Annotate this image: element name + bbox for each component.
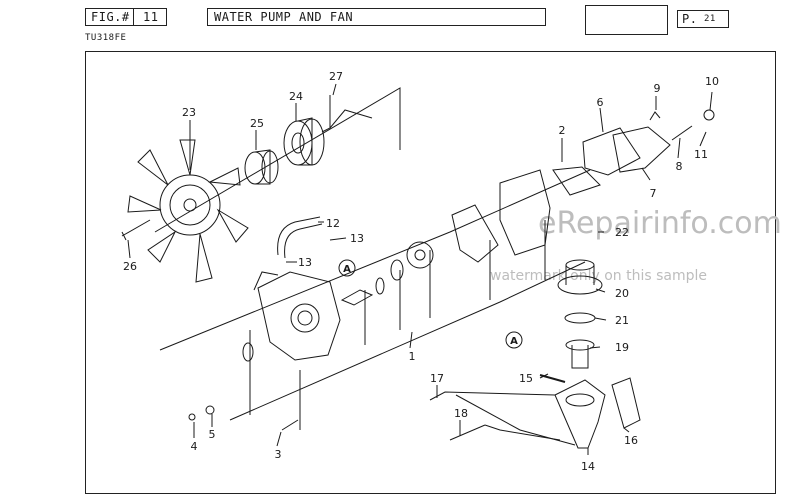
callout-15: 15 [519,372,533,385]
assembly-line-upper [159,169,591,351]
callout-10: 10 [705,75,719,88]
reference-marks [338,259,523,349]
shaft-bearing [340,241,434,306]
spacer-25 [244,149,279,185]
callout-20: 20 [615,287,629,300]
callout-24: 24 [289,90,303,103]
assembly-line-lower [229,261,586,421]
bolt-26 [121,219,151,241]
callout-23: 23 [182,106,196,119]
page-number-box: P. 21 [677,10,729,28]
bolt-18 [449,424,561,441]
callout-6: 6 [597,96,604,109]
callout-14: 14 [581,460,595,473]
callout-11: 11 [694,148,708,161]
callout-12: 12 [326,217,340,230]
bolt-3 [281,419,299,431]
model-code: TU318FE [85,33,127,43]
o-ring-21 [564,312,596,324]
site-watermark: eRepairinfo.com [538,206,782,241]
flange-gasket [552,166,601,196]
stud-8 [671,125,693,141]
callout-5: 5 [209,428,216,441]
fig-divider [133,9,134,25]
thermostat-housing-14 [554,379,606,449]
ref-mark-a-1: A [343,264,351,275]
bolt-guide [455,394,576,446]
callout-2: 2 [559,124,566,137]
bolt-9 [649,111,661,121]
callout-25: 25 [250,117,264,130]
diagram-frame [85,51,776,494]
bypass-hose-12 [277,216,323,259]
callout-17: 17 [430,372,444,385]
callout-8: 8 [676,160,683,173]
page-label: P. [682,12,698,26]
water-pump-body [242,271,341,362]
washer-5 [205,405,215,415]
hex-wrench-27 [321,95,373,133]
title-box: WATER PUMP AND FAN [207,8,546,26]
callout-9: 9 [654,82,661,95]
callout-13-lower: 13 [298,256,312,269]
fig-label: FIG.# [91,10,130,24]
fig-number: 11 [143,10,159,24]
callout-7: 7 [650,187,657,200]
callout-19: 19 [615,341,629,354]
callout-27: 27 [329,70,343,83]
callout-13-upper: 13 [350,232,364,245]
fig-number-box: FIG.# 11 [85,8,167,26]
callout-21: 21 [615,314,629,327]
gasket-16 [611,377,641,429]
gasket [451,204,499,263]
diagram-title: WATER PUMP AND FAN [214,10,354,24]
callout-18: 18 [454,407,468,420]
bolt-17 [429,391,556,401]
callout-1: 1 [409,350,416,363]
nut-10 [703,109,715,121]
callout-22: 22 [615,226,629,239]
sample-watermark: watermark only on this sample [490,268,708,284]
thermostat-19 [565,339,595,369]
blank-box [585,5,668,35]
thermostat-cover-20 [557,259,603,295]
cover-6 [582,127,641,176]
callout-26: 26 [123,260,137,273]
ref-mark-a-2: A [510,336,518,347]
fan-pulley-guide [154,87,401,233]
page-number: 21 [704,14,716,24]
pulley-24 [283,117,325,166]
callout-4: 4 [191,440,198,453]
fan-23 [127,139,249,283]
callout-16: 16 [624,434,638,447]
callout-3: 3 [275,448,282,461]
nut-4 [188,413,196,421]
cover-7 [612,126,671,173]
back-plate [499,169,551,256]
